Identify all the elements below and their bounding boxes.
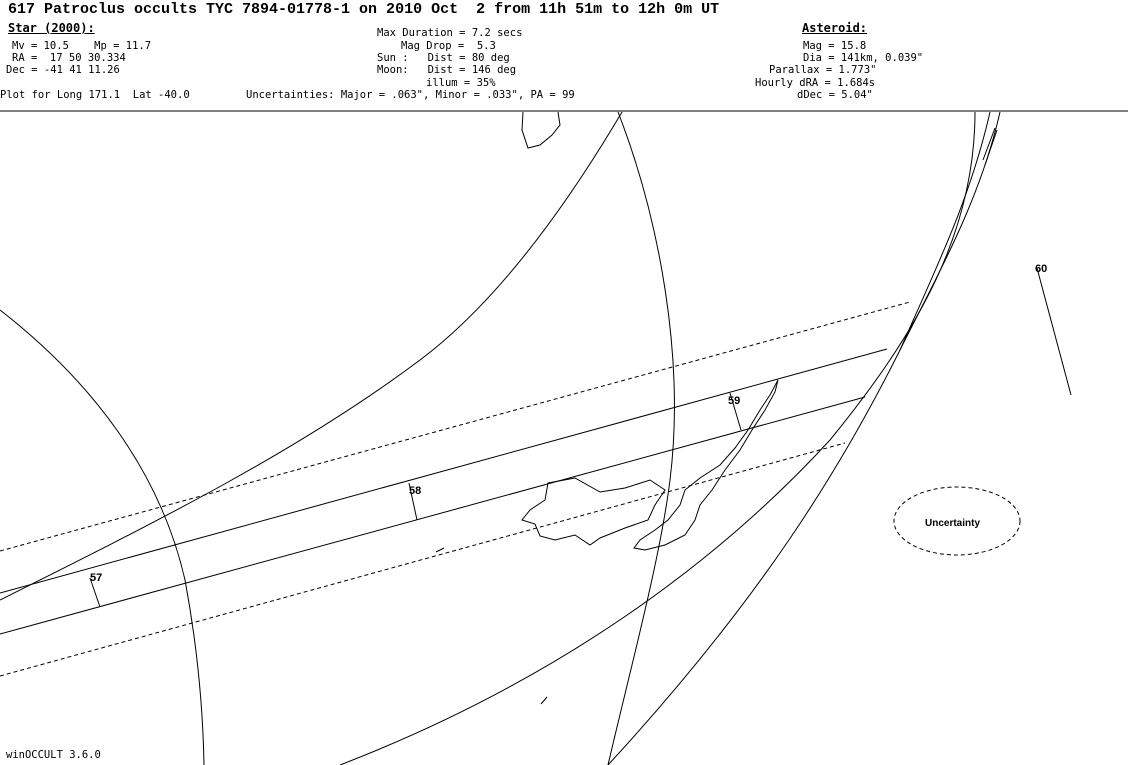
time-label-57: 57 [90,572,102,584]
grid-curve [0,309,205,765]
grid-curve [607,111,675,765]
mag-drop: Mag Drop = 5.3 [401,40,496,52]
uncertainty-south-limit [0,442,846,677]
asteroid-heading: Asteroid: [802,21,868,35]
time-tick-59 [729,392,742,431]
asteroid-hourly-dra: Hourly dRA = 1.684s [755,77,876,89]
time-tick-60 [1036,267,1072,396]
star-mv-mp: Mv = 10.5 Mp = 11.7 [12,40,152,52]
path-north-limit [0,348,888,594]
time-label-58: 58 [409,485,421,497]
island [435,547,445,553]
uncertainty-north-limit [0,301,911,552]
star-heading: Star (2000): [8,21,95,35]
star-ra: RA = 17 50 30.334 [12,52,126,64]
sun-distance: Sun : Dist = 80 deg [377,52,510,64]
uncertainties: Uncertainties: Major = .063", Minor = .0… [246,89,575,101]
south-island [633,379,779,551]
uncertainty-label: Uncertainty [925,518,980,529]
path-south-limit [0,396,866,635]
moon-distance: Moon: Dist = 146 deg [377,64,517,76]
limb-curve [607,111,1001,765]
page-title: 617 Patroclus occults TYC 7894-01778-1 o… [8,1,720,18]
limb-hatch [982,127,998,166]
time-tick-57 [89,577,101,608]
software-version: winOCCULT 3.6.0 [6,749,101,761]
asteroid-parallax: Parallax = 1.773" [769,64,877,76]
moon-illumination: illum = 35% [426,77,496,89]
limb-curve [339,111,976,765]
asteroid-mag: Mag = 15.8 [803,40,867,52]
time-tick-58 [408,482,418,521]
plot-location: Plot for Long 171.1 Lat -40.0 [0,89,190,101]
time-label-60: 60 [1035,263,1047,275]
asteroid-ddec: dDec = 5.04" [797,89,873,101]
star-dec: Dec = -41 41 11.26 [6,64,120,76]
grid-curve [0,111,623,601]
north-island [521,477,666,546]
coastline [521,111,561,149]
max-duration: Max Duration = 7.2 secs [377,27,523,39]
uncertainty-ellipse [893,486,1021,556]
limb-curve [899,111,991,351]
asteroid-diameter: Dia = 141km, 0.039" [803,52,924,64]
island [540,696,548,705]
time-label-59: 59 [728,395,740,407]
